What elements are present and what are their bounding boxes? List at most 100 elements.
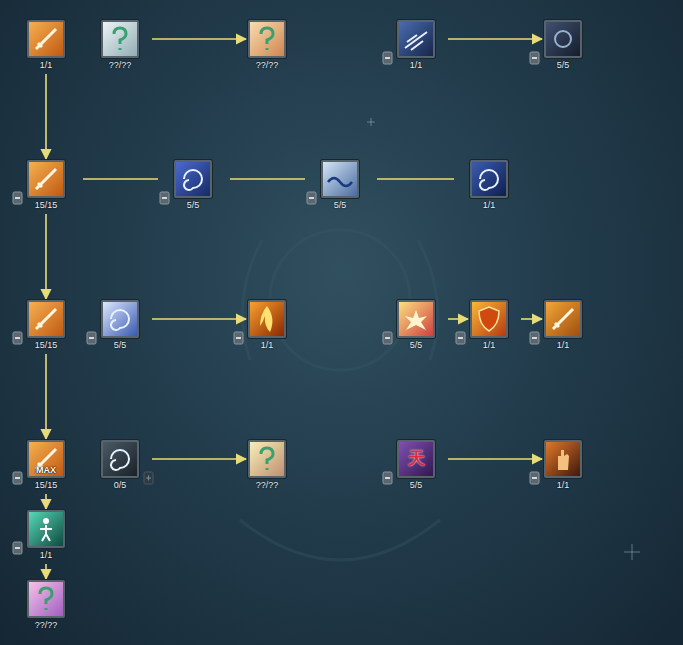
skill-link	[230, 178, 305, 180]
minus-button	[530, 52, 539, 64]
minus-button	[13, 472, 22, 484]
skill-icon	[101, 300, 139, 338]
skill-level: 1/1	[483, 200, 496, 211]
skill-link	[45, 494, 47, 509]
skill-level: 5/5	[334, 200, 347, 211]
icon-glyph	[29, 22, 63, 56]
minus-button	[13, 542, 22, 554]
minus-button	[530, 472, 539, 484]
icon-glyph	[546, 22, 580, 56]
minus-button	[383, 332, 392, 344]
skill-level: 1/1	[40, 60, 53, 71]
skill-node: 1/1	[393, 20, 439, 71]
skill-node: 1/1	[466, 300, 512, 351]
icon-glyph	[323, 162, 357, 196]
icon-glyph	[103, 302, 137, 336]
skill-icon	[27, 580, 65, 618]
icon-glyph	[399, 302, 433, 336]
skill-icon: MAX	[27, 440, 65, 478]
icon-glyph	[29, 582, 63, 616]
skill-node: 1/1	[466, 160, 512, 211]
skill-link	[45, 564, 47, 579]
icon-glyph	[546, 302, 580, 336]
skill-level: 5/5	[114, 340, 127, 351]
skill-node: 5/5	[170, 160, 216, 211]
laurel-watermark	[240, 230, 440, 560]
skill-level: 15/15	[35, 340, 58, 351]
icon-glyph	[250, 442, 284, 476]
skill-icon	[27, 510, 65, 548]
minus-button	[13, 192, 22, 204]
plus-button	[144, 472, 153, 484]
icon-glyph	[250, 22, 284, 56]
skill-link	[521, 318, 542, 320]
skill-level: 15/15	[35, 480, 58, 491]
skill-level: ??/??	[109, 60, 132, 71]
skill-level: 5/5	[410, 480, 423, 491]
skill-link	[448, 458, 542, 460]
minus-button	[307, 192, 316, 204]
skill-icon	[27, 160, 65, 198]
icon-glyph	[103, 22, 137, 56]
skill-node: ??/??	[23, 580, 69, 631]
skill-icon	[321, 160, 359, 198]
skill-node: 5/5	[540, 20, 586, 71]
skill-level: 1/1	[483, 340, 496, 351]
skill-link	[377, 178, 454, 180]
minus-button	[13, 332, 22, 344]
minus-button	[383, 52, 392, 64]
skill-level: 5/5	[557, 60, 570, 71]
skill-icon	[544, 20, 582, 58]
icon-glyph	[29, 512, 63, 546]
skill-link	[152, 458, 246, 460]
skill-node: 15/15	[23, 160, 69, 211]
skill-node: ??/??	[244, 20, 290, 71]
skill-icon	[470, 160, 508, 198]
icon-glyph	[546, 442, 580, 476]
skill-node: 15/15	[23, 300, 69, 351]
minus-button	[383, 472, 392, 484]
skill-icon	[248, 440, 286, 478]
skill-level: 5/5	[410, 340, 423, 351]
skill-link	[152, 38, 246, 40]
skill-level: 15/15	[35, 200, 58, 211]
icon-glyph	[250, 302, 284, 336]
skill-link	[83, 178, 158, 180]
skill-icon	[397, 300, 435, 338]
icon-glyph	[399, 22, 433, 56]
skill-level: 1/1	[410, 60, 423, 71]
skill-icon	[27, 20, 65, 58]
icon-glyph	[472, 162, 506, 196]
skill-level: 0/5	[114, 480, 127, 491]
skill-node: 5/5	[97, 300, 143, 351]
skill-icon	[248, 300, 286, 338]
skill-link	[448, 318, 468, 320]
minus-button	[530, 332, 539, 344]
skill-link	[45, 354, 47, 439]
skill-icon	[248, 20, 286, 58]
skill-node: 天5/5	[393, 440, 439, 491]
skill-node: 5/5	[393, 300, 439, 351]
skill-node: 1/1	[23, 20, 69, 71]
skill-link	[45, 214, 47, 299]
icon-label: MAX	[36, 465, 56, 475]
skill-icon	[101, 20, 139, 58]
skill-node: ??/??	[244, 440, 290, 491]
minus-button	[456, 332, 465, 344]
skill-level: 1/1	[40, 550, 53, 561]
skill-icon	[544, 440, 582, 478]
skill-level: ??/??	[35, 620, 58, 631]
skill-icon	[470, 300, 508, 338]
skill-node: 1/1	[23, 510, 69, 561]
skill-icon	[174, 160, 212, 198]
icon-glyph	[176, 162, 210, 196]
icon-glyph	[103, 442, 137, 476]
icon-glyph	[29, 302, 63, 336]
icon-glyph	[29, 162, 63, 196]
skill-link	[152, 318, 246, 320]
skill-node: 1/1	[540, 440, 586, 491]
skill-link	[45, 74, 47, 159]
skill-level: 1/1	[557, 340, 570, 351]
skill-icon	[27, 300, 65, 338]
